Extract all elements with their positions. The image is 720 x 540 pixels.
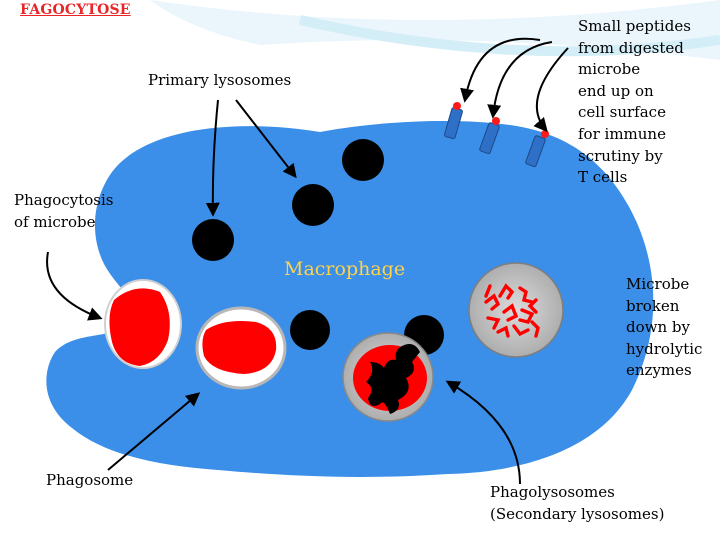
label-phagosome: Phagosome [46,470,133,492]
engulfing-vacuole [105,280,181,368]
label-small-peptides: Small peptides from digested microbe end… [578,16,691,189]
label-primary-lysosomes: Primary lysosomes [148,70,291,92]
label-phagolysosomes: Phagolysosomes (Secondary lysosomes) [490,482,664,525]
digested-microbe-vacuole [469,263,563,357]
diagram-title: FAGOCYTOSE [20,2,131,18]
label-phagocytosis: Phagocytosis of microbe [14,190,113,233]
label-microbe-broken-down: Microbe broken down by hydrolytic enzyme… [626,274,702,382]
phagosome [197,308,285,388]
phagolysosome [343,333,433,421]
label-macrophage: Macrophage [284,258,405,280]
